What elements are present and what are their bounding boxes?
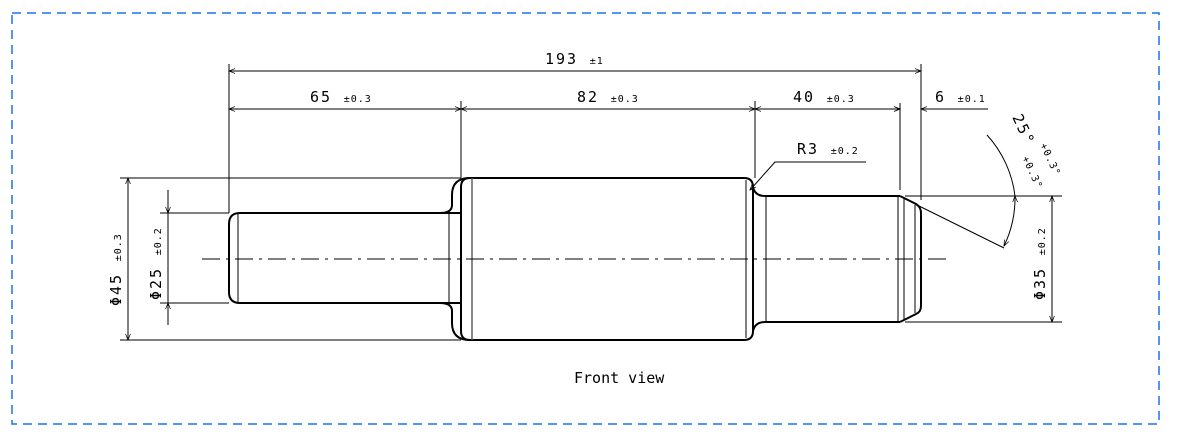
dim-text-angle-tol-upper: +0.3° <box>1037 142 1062 178</box>
dim-text-65: 65 ±0.3 <box>310 87 372 106</box>
dim-text-dia35: Φ35 ±0.2 <box>1030 227 1049 300</box>
dim-text-dia45: Φ45 ±0.3 <box>106 233 125 306</box>
dim-text-dia25: Φ25 ±0.2 <box>146 227 165 300</box>
leader-r3 <box>749 161 866 191</box>
dim-text-6: 6 ±0.1 <box>935 87 986 106</box>
dim-text-overall: 193 ±1 <box>545 49 604 68</box>
dim-text-40: 40 ±0.3 <box>793 87 855 106</box>
drawing-frame <box>11 12 1160 425</box>
view-label: Front view <box>574 369 665 387</box>
dim-arc-angle <box>986 134 1016 197</box>
dim-text-r3: R3 ±0.2 <box>797 139 859 158</box>
dim-text-82: 82 ±0.3 <box>577 87 639 106</box>
dim-text-angle: 25° <box>1008 111 1038 149</box>
extension-lines <box>120 64 1062 341</box>
dim-text-angle-tol-lower: +0.3° <box>1019 155 1044 191</box>
